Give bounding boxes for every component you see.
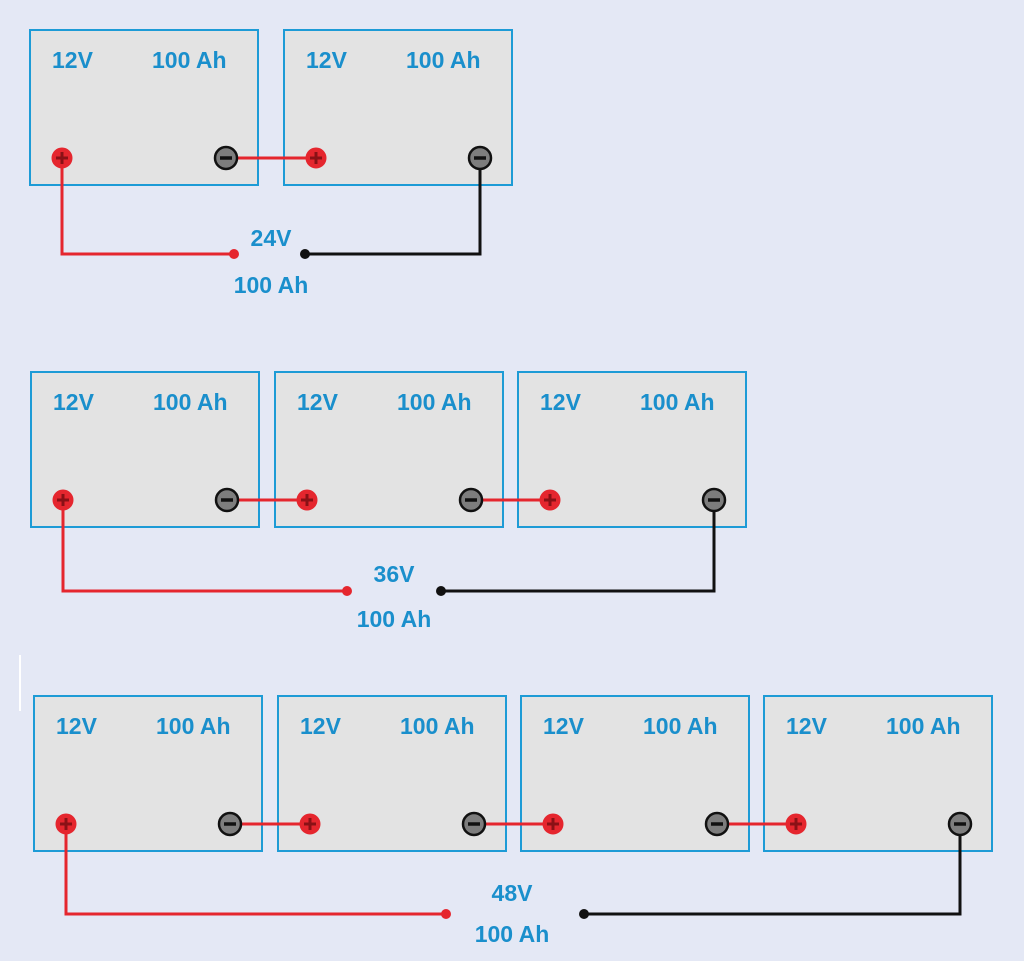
negative-output-dot [436,586,446,596]
plus-sign [304,818,316,830]
plus-sign [301,494,313,506]
output-negative-wire [584,824,962,916]
minus-terminal-icon [461,811,487,837]
plus-terminal-icon [51,147,73,169]
positive-output-dot [229,249,239,259]
total-capacity-label: 100 Ah [357,606,432,632]
battery-voltage-label: 12V [52,47,94,73]
battery-bank-2: 12V 100 Ah 12V 100 Ah 24V 100 Ah [29,29,513,298]
battery-capacity-label: 100 Ah [400,713,475,739]
plus-sign [547,818,559,830]
output-positive-wire [64,824,446,916]
plus-terminal-icon [296,489,318,511]
battery-capacity-label: 100 Ah [406,47,481,73]
total-voltage-label: 24V [251,225,293,251]
battery-bank-3: 12V 100 Ah 12V 100 Ah 12V 100 Ah 36V 100 Ah [30,371,747,632]
total-capacity-label: 100 Ah [234,272,309,298]
battery-voltage-label: 12V [540,389,582,415]
battery-voltage-label: 12V [786,713,828,739]
battery-capacity-label: 100 Ah [156,713,231,739]
minus-terminal-icon [217,811,243,837]
minus-terminal-icon [213,145,239,171]
plus-sign [310,152,322,164]
battery-capacity-label: 100 Ah [640,389,715,415]
minus-terminal-icon [458,487,484,513]
positive-output-dot [342,586,352,596]
battery-capacity-label: 100 Ah [152,47,227,73]
plus-terminal-icon [785,813,807,835]
battery-voltage-label: 12V [306,47,348,73]
battery-voltage-label: 12V [300,713,342,739]
output-negative-wire [441,500,716,593]
total-capacity-label: 100 Ah [475,921,550,947]
plus-sign [57,494,69,506]
minus-terminal-icon [704,811,730,837]
minus-terminal-icon [214,487,240,513]
plus-terminal-icon [299,813,321,835]
plus-sign [544,494,556,506]
plus-terminal-icon [52,489,74,511]
battery-bank-4: 12V 100 Ah 12V 100 Ah 12V 100 Ah 12V 100 Ah 48V 1… [33,695,993,947]
minus-terminal-icon [467,145,493,171]
minus-terminal-icon [701,487,727,513]
battery-voltage-label: 12V [56,713,98,739]
output-positive-wire [61,500,347,593]
positive-output-dot [441,909,451,919]
text-cursor-mark [19,655,21,711]
plus-sign [56,152,68,164]
plus-sign [790,818,802,830]
output-negative-wire [305,158,482,256]
plus-terminal-icon [542,813,564,835]
output-positive-wire [60,158,234,256]
negative-output-dot [579,909,589,919]
plus-terminal-icon [539,489,561,511]
plus-sign [60,818,72,830]
plus-terminal-icon [305,147,327,169]
battery-voltage-label: 12V [297,389,339,415]
battery-capacity-label: 100 Ah [643,713,718,739]
total-voltage-label: 48V [492,880,534,906]
battery-capacity-label: 100 Ah [397,389,472,415]
battery-voltage-label: 12V [543,713,585,739]
battery-voltage-label: 12V [53,389,95,415]
negative-output-dot [300,249,310,259]
minus-terminal-icon [947,811,973,837]
battery-capacity-label: 100 Ah [886,713,961,739]
battery-capacity-label: 100 Ah [153,389,228,415]
plus-terminal-icon [55,813,77,835]
total-voltage-label: 36V [374,561,416,587]
